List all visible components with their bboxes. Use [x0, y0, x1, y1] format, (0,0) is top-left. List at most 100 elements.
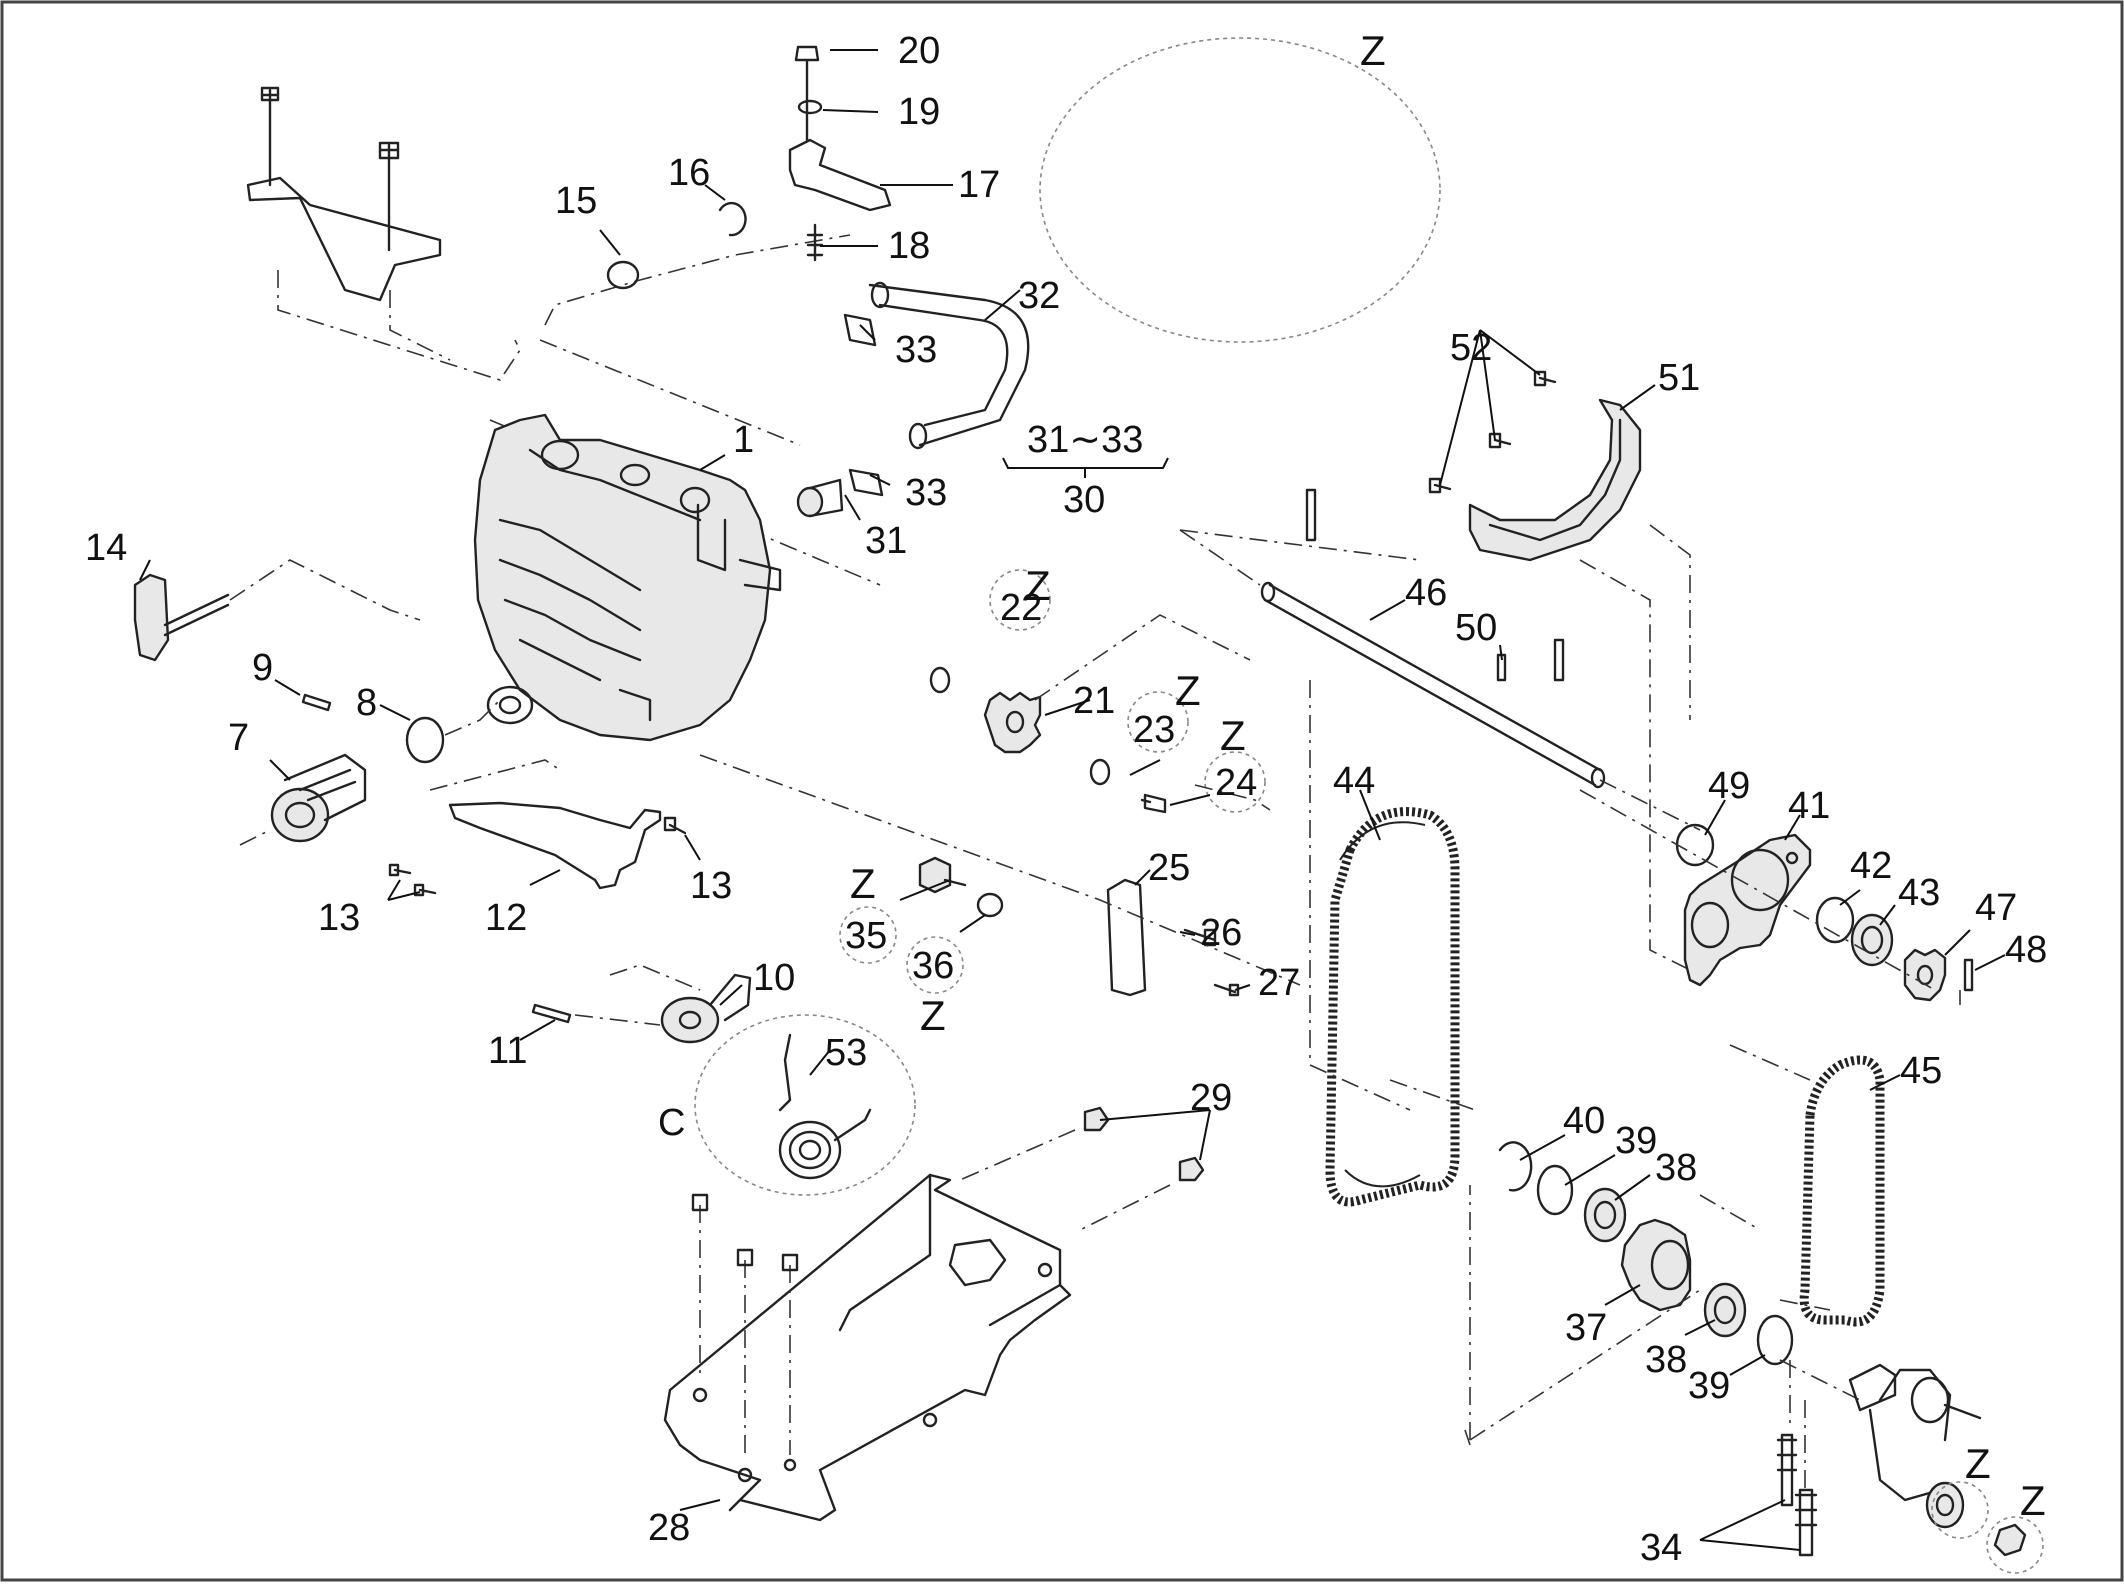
- label-48: 48: [2005, 929, 2047, 971]
- z-bubble-24: [1204, 751, 1266, 813]
- part-7-bushing: [239, 753, 367, 846]
- part-18-screw: [806, 223, 824, 262]
- label-c: C: [658, 1102, 685, 1144]
- part-41-bearing-housing: [1683, 833, 1812, 987]
- part-26-bolt: [1183, 928, 1217, 947]
- label-21: 21: [1073, 680, 1115, 722]
- z-bubble-35: [839, 906, 897, 964]
- label-47: 47: [1975, 887, 2017, 929]
- label-25: 25: [1148, 847, 1190, 889]
- label-8: 8: [356, 682, 377, 724]
- label-52: 52: [1450, 327, 1492, 369]
- label-41: 41: [1788, 785, 1830, 827]
- bottom-right-bolt: [1993, 1523, 2027, 1557]
- part-29-bolt-a: [1083, 1106, 1110, 1132]
- part-48-key: [1963, 958, 1974, 992]
- label-20: 20: [898, 30, 940, 72]
- z-labels: Z Z Z Z Z Z Z Z: [850, 27, 2046, 1524]
- part-22-o-ring: [929, 666, 951, 694]
- part-50-pin: [1496, 653, 1507, 682]
- label-29: 29: [1190, 1077, 1232, 1119]
- part-38-bearing-a: [1583, 1187, 1627, 1243]
- upper-mounting-bracket: [246, 86, 521, 381]
- label-13a: 13: [318, 897, 360, 939]
- label-33a: 33: [895, 329, 937, 371]
- part-16-snap-ring: [718, 201, 747, 237]
- part-52-bolt-a: [1533, 370, 1557, 387]
- dowel-pin-b: [1553, 638, 1565, 682]
- label-39b: 39: [1688, 1365, 1730, 1407]
- part-43-bearing: [1850, 913, 1894, 967]
- detail-c-circle: [694, 1014, 916, 1196]
- label-31: 31: [865, 520, 907, 562]
- axis-line-24: [1194, 784, 1271, 811]
- label-10: 10: [753, 957, 795, 999]
- label-46: 46: [1405, 572, 1447, 614]
- part-13-bolt-b: [413, 883, 437, 897]
- part-34-bolt-a: [1776, 1433, 1798, 1507]
- z-label-23: Z: [1175, 667, 1201, 714]
- z-bubble-22: [989, 569, 1051, 631]
- z-label-36: Z: [920, 992, 946, 1039]
- z-bubble-br-2: [1986, 1516, 2044, 1574]
- part-44-chain: [1325, 807, 1460, 1207]
- part-36-washer: [976, 892, 1004, 918]
- part-17-bracket: [788, 138, 892, 212]
- label-27: 27: [1258, 962, 1300, 1004]
- part-13-bolt-c: [663, 816, 687, 835]
- label-35: 35: [845, 915, 887, 957]
- part-9-pin: [301, 693, 332, 712]
- part-52-bolt-b: [1488, 432, 1512, 449]
- z-label-br-1: Z: [1965, 1440, 1991, 1487]
- label-13b: 13: [690, 865, 732, 907]
- z-label-top: Z: [1360, 27, 1386, 74]
- part-28-base-plate: [663, 1173, 1072, 1522]
- label-28: 28: [648, 1507, 690, 1549]
- part-19-washer: [797, 99, 823, 115]
- axis-lines-37: [1464, 1185, 1861, 1446]
- axis-lines-44: [1309, 680, 1476, 1111]
- label-18: 18: [888, 225, 930, 267]
- label-34: 34: [1640, 1527, 1682, 1569]
- part-38-bearing-b: [1703, 1282, 1747, 1338]
- label-43: 43: [1898, 872, 1940, 914]
- label-17: 17: [958, 164, 1000, 206]
- axis-line-8: [444, 699, 501, 736]
- part-42-seal: [1815, 896, 1855, 944]
- part-24-bolt: [1140, 793, 1167, 814]
- label-44: 44: [1333, 760, 1375, 802]
- screw-28-c: [781, 1253, 799, 1272]
- axis-lines-34: [1789, 1360, 1806, 1490]
- label-1: 1: [733, 419, 754, 461]
- part-32-hose: [868, 281, 1030, 450]
- label-32: 32: [1018, 275, 1060, 317]
- part-31-cap: [796, 478, 844, 518]
- label-12: 12: [485, 897, 527, 939]
- label-40: 40: [1563, 1100, 1605, 1142]
- label-30: 30: [1063, 479, 1105, 521]
- label-23: 23: [1133, 709, 1175, 751]
- part-25-plate: [1106, 878, 1147, 997]
- label-22: 22: [1000, 587, 1042, 629]
- part-11-pin: [531, 1003, 572, 1024]
- label-range-31-33: 31∼33: [1027, 419, 1143, 461]
- axis-line-33: [539, 339, 801, 446]
- part-labels: 20 19 17 18 16 15 32 33 33 31 31∼33 30 1…: [85, 30, 2047, 1569]
- part-34-tensioner-bracket: [1848, 1363, 1982, 1502]
- axis-line-21: [1034, 614, 1251, 701]
- label-49: 49: [1708, 765, 1750, 807]
- label-14: 14: [85, 527, 127, 569]
- z-label-22: Z: [1025, 562, 1051, 609]
- label-38a: 38: [1655, 1147, 1697, 1189]
- part-39-snap-ring-a: [1536, 1164, 1574, 1216]
- label-50: 50: [1455, 607, 1497, 649]
- label-37: 37: [1565, 1307, 1607, 1349]
- part-34-bolt-b: [1794, 1488, 1818, 1557]
- part-14-pin: [133, 559, 421, 662]
- screw-28-b: [736, 1248, 754, 1267]
- part-51-chain-cover: [1468, 398, 1642, 562]
- axis-lines-45: [1729, 1044, 1831, 1311]
- label-36: 36: [912, 945, 954, 987]
- part-12-plate: [429, 759, 662, 890]
